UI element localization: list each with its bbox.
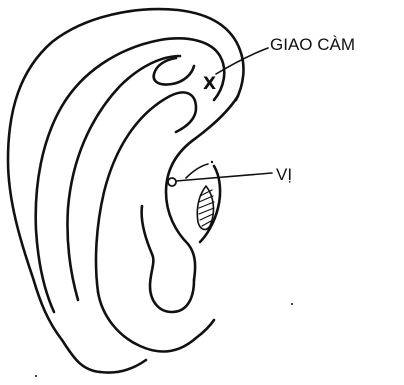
giao-cam-x-marker: X xyxy=(203,74,216,94)
ear-canal-hatch xyxy=(197,186,214,229)
vi-point-marker xyxy=(168,178,176,186)
speck xyxy=(291,303,293,305)
speck xyxy=(211,161,213,163)
lobe-lower-edge xyxy=(98,292,214,352)
speck xyxy=(35,375,37,377)
lobe-bottom xyxy=(100,360,146,373)
earlobe xyxy=(142,206,194,312)
triangular-fossa xyxy=(154,58,194,85)
antihelix-inner xyxy=(96,92,196,292)
antihelix-outer xyxy=(67,56,180,300)
vi-label: VỊ xyxy=(276,165,292,184)
crus-of-helix xyxy=(186,164,208,178)
concha-edge xyxy=(166,96,238,280)
giao-cam-label: GIAO CÀM xyxy=(270,35,355,54)
